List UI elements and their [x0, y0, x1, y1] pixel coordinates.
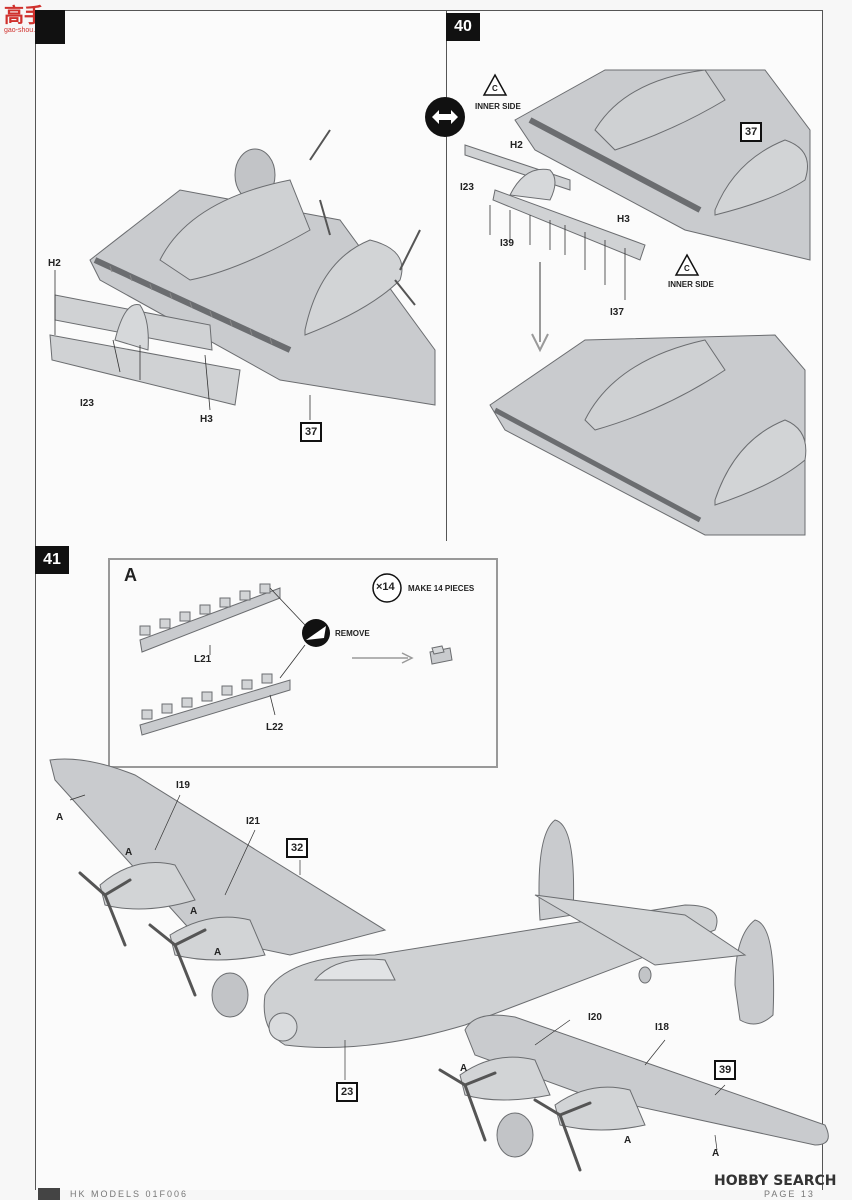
- part-label-a4: A: [214, 947, 222, 958]
- part-label-i18: I18: [655, 1022, 669, 1033]
- part-label-a2: A: [125, 847, 133, 858]
- part-label-a7: A: [712, 1148, 720, 1159]
- part-label-a5: A: [460, 1063, 468, 1074]
- part-label-a1: A: [56, 812, 64, 823]
- inner-side-label-1: INNER SIDE: [475, 102, 521, 111]
- part-label-l21: L21: [194, 654, 212, 665]
- part-label-i20: I20: [588, 1012, 602, 1023]
- step-ref-23: 23: [336, 1082, 359, 1102]
- step-ref-39: 39: [714, 1060, 737, 1080]
- step-40-number: 40: [446, 13, 480, 41]
- part-label-h3-40: H3: [617, 214, 630, 225]
- multiply-14-icon: [372, 573, 402, 603]
- part-label-i23-40: I23: [460, 182, 474, 193]
- part-label-i21: I21: [246, 816, 260, 827]
- make-pieces-text: MAKE 14 PIECES: [408, 584, 475, 593]
- step-ref-32: 32: [286, 838, 309, 858]
- part-label-i37: I37: [610, 307, 624, 318]
- aircraft-assembly-illustration: [49, 758, 829, 1172]
- part-label-h3: H3: [200, 414, 213, 425]
- inner-side-label-2: INNER SIDE: [668, 280, 714, 289]
- step-ref-37: 37: [300, 422, 323, 442]
- down-arrow-icon: [531, 262, 549, 353]
- step-40-upper-illustration: [464, 69, 811, 300]
- inset-a-title: A: [124, 565, 137, 585]
- make-count: ×14: [376, 581, 395, 593]
- footer-logo-mark: [38, 1188, 60, 1200]
- watermark-logo: 高手 gao-shou.com: [4, 4, 66, 42]
- watermark-chars: 高手: [4, 3, 44, 27]
- step-ref-37-b: 37: [740, 122, 763, 142]
- footer-left-text: HK MODELS 01F006: [70, 1189, 189, 1199]
- part-label-i19: I19: [176, 780, 190, 791]
- step-40-result-illustration: [489, 334, 807, 536]
- part-label-a3: A: [190, 906, 198, 917]
- footer-brand-watermark: HOBBY SEARCH: [714, 1173, 837, 1189]
- step-41-number: 41: [35, 546, 69, 574]
- part-label-i23: I23: [80, 398, 94, 409]
- part-label-a6: A: [624, 1135, 632, 1146]
- step-39-number-tab: [35, 10, 65, 44]
- watermark-sub: gao-shou.com: [4, 27, 49, 34]
- triangle-c-icon-2: [674, 253, 700, 276]
- part-label-i39: I39: [500, 238, 514, 249]
- c-label-1: C: [492, 84, 498, 93]
- c-label-2: C: [684, 264, 690, 273]
- part-label-h2: H2: [48, 258, 61, 269]
- flip-arrows-icon: [425, 97, 465, 137]
- remove-text: REMOVE: [335, 629, 370, 638]
- triangle-c-icon-1: [482, 73, 508, 96]
- step-39-wing-illustration: [49, 129, 436, 420]
- part-label-l22: L22: [266, 722, 284, 733]
- inset-a-parts-illustration: [139, 583, 453, 736]
- footer-page-text: PAGE 13: [764, 1189, 815, 1199]
- part-label-h2-40: H2: [510, 140, 523, 151]
